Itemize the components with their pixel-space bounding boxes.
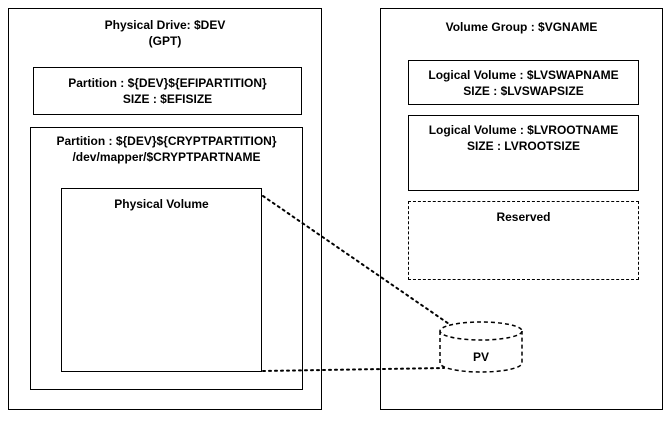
lv-root-size: SIZE : LVROOTSIZE [466, 139, 581, 153]
lv-swap-name: Logical Volume : $LVSWAPNAME [428, 68, 619, 82]
volume-group-title: Volume Group : $VGNAME [445, 20, 598, 34]
crypt-partition-mapper: /dev/mapper/$CRYPTPARTNAME [72, 150, 261, 164]
crypt-partition-name: Partition : ${DEV}${CRYPTPARTITION} [56, 134, 277, 148]
pv-cylinder-label: PV [472, 350, 489, 364]
efi-partition-box: Partition : ${DEV}${EFIPARTITION} SIZE :… [33, 67, 302, 115]
lv-swap-size: SIZE : $LVSWAPSIZE [463, 84, 584, 98]
physical-drive-subtitle: (GPT) [148, 34, 182, 48]
efi-partition-name: Partition : ${DEV}${EFIPARTITION} [68, 76, 267, 90]
physical-volume-box: Physical Volume [61, 188, 262, 372]
reserved-label: Reserved [496, 210, 551, 224]
lv-root-box: Logical Volume : $LVROOTNAME SIZE : LVRO… [408, 115, 639, 191]
reserved-box: Reserved [408, 201, 639, 280]
efi-partition-size: SIZE : $EFISIZE [122, 92, 213, 106]
physical-volume-label: Physical Volume [114, 197, 209, 211]
lv-swap-box: Logical Volume : $LVSWAPNAME SIZE : $LVS… [408, 60, 639, 105]
lv-root-name: Logical Volume : $LVROOTNAME [428, 123, 619, 137]
physical-drive-title: Physical Drive: $DEV [104, 18, 226, 32]
